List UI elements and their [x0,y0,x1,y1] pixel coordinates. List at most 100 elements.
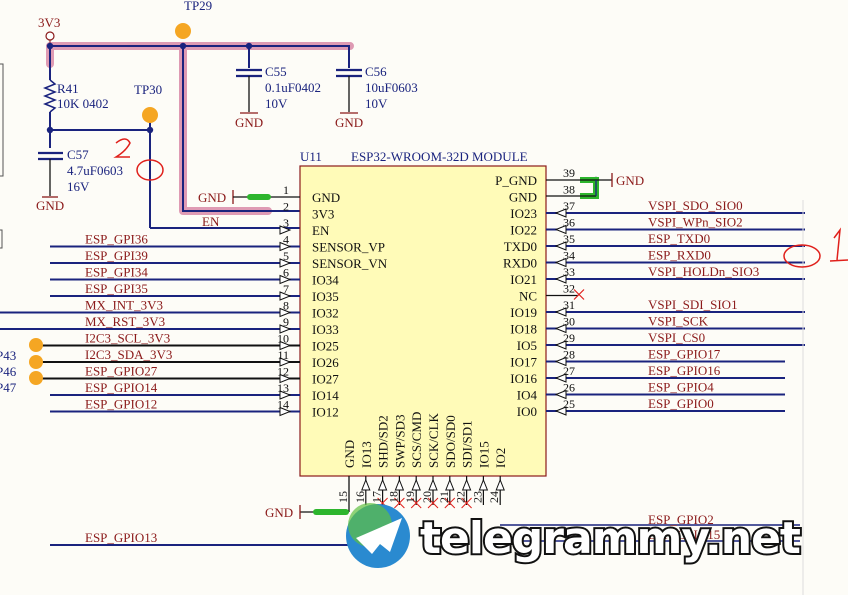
resistor-r41[interactable]: R41 10K 0402 [42,79,109,113]
svg-text:GND: GND [198,190,226,205]
pin-39[interactable]: 39P_GND [495,166,575,188]
net-label: I2C3_SCL_3V3 [85,331,170,346]
pin-number: 4 [283,233,289,247]
pin-21[interactable]: 21 SDO/SD0 [437,415,458,509]
pin-name: SWP/SD3 [392,415,407,468]
svg-text:C56: C56 [365,64,387,79]
pin-name: IO2 [493,448,508,468]
net-label: ESP_GPIO17 [648,347,721,362]
module-name: ESP32-WROOM-32D MODULE [351,149,528,164]
gnd-symbol-pin1: GND [198,190,300,205]
pin-number: 20 [420,491,434,503]
net-label: MX_RST_3V3 [85,314,165,329]
partial-test-points: P43 P46 P47 [0,338,43,395]
pin-number: 21 [437,491,451,503]
svg-text:ESP_GPIO13: ESP_GPIO13 [85,530,157,545]
svg-text:10V: 10V [265,96,288,111]
pin-name: IO13 [359,441,374,468]
svg-text:GND: GND [235,115,263,130]
pin-number: 6 [283,266,289,280]
pin-number: 9 [283,315,289,329]
capacitor-c57[interactable]: GND C57 4.7uF0603 16V [36,147,123,213]
pin-number: 12 [277,365,289,379]
net-label: ESP_GPI35 [85,281,148,296]
svg-text:C57: C57 [67,147,89,162]
pin-name: SDO/SD0 [443,415,458,468]
net-label: ESP_GPI39 [85,248,148,263]
svg-text:GND: GND [265,505,293,520]
gnd-symbol-pin39: GND [546,173,644,199]
pin-name: GND [312,190,340,205]
pin-number: 14 [277,398,289,412]
svg-text:0.1uF0402: 0.1uF0402 [265,80,321,95]
net-label: ESP_TXD0 [648,231,710,246]
svg-text:GND: GND [616,173,644,188]
pin-name: SCS/CMD [409,412,424,468]
pin-name: GND [509,190,537,205]
svg-text:ESP_GPIO15: ESP_GPIO15 [648,527,720,542]
pin-name: IO35 [312,289,339,304]
esp32-module[interactable]: U11 ESP32-WROOM-32D MODULE [299,149,547,477]
pin-name: SENSOR_VP [312,240,385,255]
pin-number: 19 [403,491,417,503]
svg-text:P43: P43 [0,348,16,363]
pin-19[interactable]: 19 SCS/CMD [403,412,424,509]
capacitor-c55[interactable]: GND C55 0.1uF0402 10V [235,64,321,130]
net-label: VSPI_SDO_SIO0 [648,198,743,213]
test-point-tp30[interactable]: TP30 [134,82,162,123]
pin-number: 26 [563,381,575,395]
pin-name: SHD/SD2 [376,415,391,468]
pin-name: TXD0 [504,239,537,254]
pin-number: 11 [277,348,289,362]
net-label: VSPI_SCK [648,314,709,329]
net-label: ESP_GPIO16 [648,363,721,378]
pin-name: IO19 [510,305,537,320]
svg-text:10K 0402: 10K 0402 [57,96,109,111]
test-point-tp29[interactable]: TP29 [175,0,212,39]
pin-name: IO0 [517,404,537,419]
pin-number: 17 [370,491,384,503]
pin-name: IO14 [312,388,339,403]
capacitor-c56[interactable]: GND C56 10uF0603 10V [335,64,418,130]
svg-text:P46: P46 [0,364,17,379]
pin-name: IO5 [517,338,537,353]
svg-text:C55: C55 [265,64,287,79]
pin-name: IO32 [312,306,339,321]
pin-number: 3 [283,216,289,230]
